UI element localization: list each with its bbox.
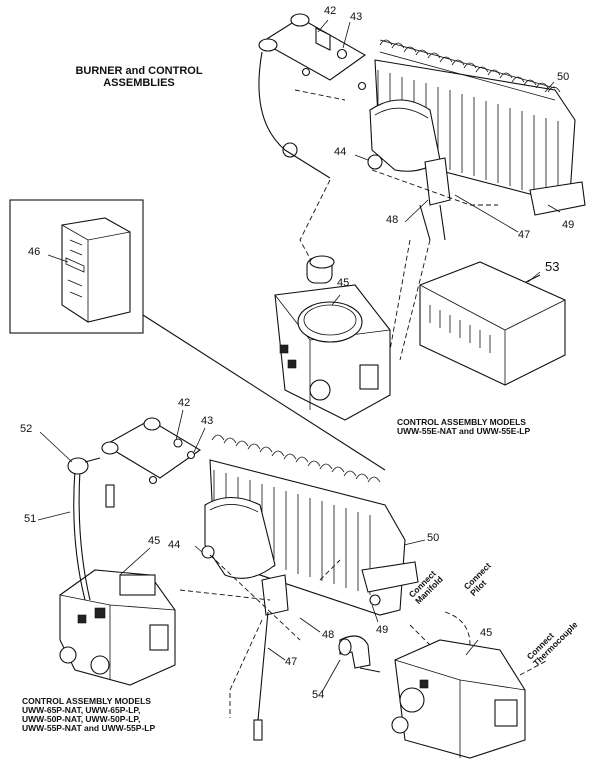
callout-45-right: 45 [480,627,493,639]
caption-bottom-models: CONTROL ASSEMBLY MODELS UWW-65P-NAT, UWW… [22,696,156,733]
callout-47-lower: 47 [285,656,298,668]
lower-right-gas-valve [391,639,526,759]
control-module [419,261,566,386]
callout-53: 53 [545,259,560,274]
callout-47-upper: 47 [518,229,531,241]
callout-48-lower: 48 [322,629,335,641]
callout-45-lower: 45 [148,535,161,547]
leader-lines [37,19,561,693]
callout-48-upper: 48 [386,214,399,226]
upper-gas-valve [274,255,391,421]
elbow-fitting [338,635,381,673]
callout-51: 51 [24,513,37,525]
callout-50-upper: 50 [557,71,570,83]
diagram-title: BURNER and CONTROL ASSEMBLIES [75,65,203,89]
lower-burner-assembly [101,417,419,741]
callout-54: 54 [312,689,325,701]
inset-control-box [9,199,386,471]
callout-52: 52 [20,423,33,435]
callout-43-lower: 43 [201,415,214,427]
callout-44-upper: 44 [334,146,347,158]
caption-top-models: CONTROL ASSEMBLY MODELS UWW-55E-NAT and … [397,417,531,436]
callout-43-upper: 43 [350,11,363,23]
callout-50-lower: 50 [427,532,440,544]
callout-42-upper: 42 [324,5,337,17]
connect-lines [409,611,549,676]
callout-44-lower: 44 [168,539,181,551]
lower-gas-valve [59,457,176,686]
callout-49-lower: 49 [376,624,389,636]
upper-burner-assembly [258,13,586,361]
callout-49-upper: 49 [562,219,575,231]
callout-42-lower: 42 [178,397,191,409]
callout-46: 46 [28,246,41,258]
callout-45-upper: 45 [337,277,350,289]
